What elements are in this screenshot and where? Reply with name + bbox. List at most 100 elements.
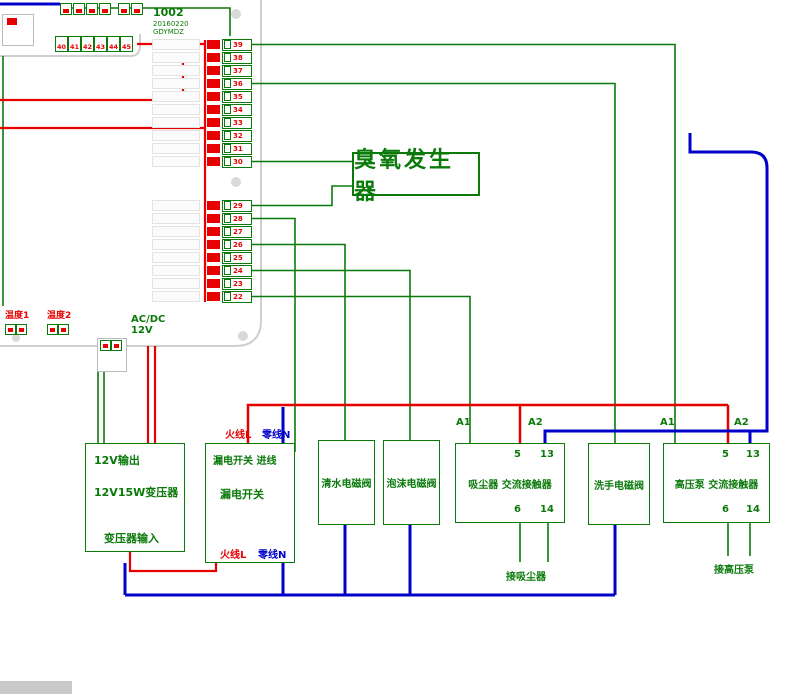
terminal-block: 26: [222, 238, 252, 251]
terminal-block: 40: [55, 36, 68, 52]
terminal-block: 36: [222, 77, 252, 90]
relay-footprint: [152, 39, 200, 50]
wire-green-hand-valve: [252, 82, 616, 443]
wire-blue-right-riser: [688, 133, 769, 433]
terminal-number: 42: [82, 43, 93, 51]
mount-hole: [12, 334, 20, 342]
vacuum-load-label: 接吸尘器: [506, 572, 546, 583]
relay-indicator: [207, 79, 220, 88]
pin-block: [86, 3, 98, 15]
terminal-contact: [224, 227, 231, 236]
relay-footprint: [152, 78, 200, 89]
vacuum-a1-label: A1: [456, 417, 471, 428]
terminal-block: [100, 340, 111, 351]
relay-indicator: [207, 105, 220, 114]
pin-block: [99, 3, 111, 15]
transformer-name: 12V15W变压器: [94, 486, 179, 499]
terminal-number: 35: [233, 92, 243, 101]
terminal-block: [5, 324, 16, 335]
relay-footprint: [152, 252, 200, 263]
terminal-block: 27: [222, 225, 252, 238]
terminal-contact: [224, 92, 231, 101]
transformer-output-label: 12V输出: [94, 454, 140, 467]
breaker-live-top: 火线L: [225, 430, 252, 441]
terminal-number: 28: [233, 214, 243, 223]
wire-red-transformer-breaker: [128, 552, 218, 573]
terminal-contact: [224, 266, 231, 275]
pump-a2-label: A2: [734, 417, 749, 428]
relay-indicator: [207, 201, 220, 210]
relay-footprint: [152, 104, 200, 115]
relay-indicator: [207, 92, 220, 101]
terminal-row: 35: [152, 90, 252, 103]
terminal-block: 43: [94, 36, 107, 52]
pcb-code: GDYMDZ: [153, 28, 184, 36]
relay-indicator: [207, 214, 220, 223]
terminal-number: 36: [233, 79, 243, 88]
relay-footprint: [152, 239, 200, 250]
pcb-outline: [0, 0, 262, 347]
terminal-contact: [224, 214, 231, 223]
terminal-row: 38: [152, 51, 252, 64]
terminal-contact: [224, 157, 231, 166]
relay-indicator: [7, 18, 17, 25]
relay-footprint: [152, 52, 200, 63]
terminal-row: 33: [152, 116, 252, 129]
ozone-generator-box: 臭氧发生器: [352, 148, 480, 205]
mount-hole: [231, 9, 241, 19]
terminal-number: 34: [233, 105, 243, 114]
acdc-terminals: [100, 336, 122, 355]
terminal-contact: [224, 105, 231, 114]
terminal-number: 32: [233, 131, 243, 140]
terminal-row: 39: [152, 38, 252, 51]
pcb-model: 1002: [153, 6, 184, 19]
terminal-block: 44: [107, 36, 120, 52]
terminal-number: 30: [233, 157, 243, 166]
acdc-line2: 12V: [131, 325, 153, 336]
terminal-number: 25: [233, 253, 243, 262]
pump-terminal-5: 5: [722, 449, 729, 460]
vacuum-contactor-label: 吸尘器 交流接触器: [468, 480, 552, 491]
terminal-number: 41: [69, 43, 80, 51]
wire-green-foam-valve: [252, 269, 411, 440]
terminal-block: 24: [222, 264, 252, 277]
breaker-neutral-bottom: 零线N: [258, 550, 287, 561]
foam-valve-label: 泡沫电磁阀: [386, 479, 437, 490]
relay-footprint: [152, 130, 200, 141]
acdc-line1: AC/DC: [131, 314, 166, 325]
terminal-block: 25: [222, 251, 252, 264]
temp1-label: 温度1: [5, 311, 30, 321]
relay-footprint: [152, 291, 200, 302]
vacuum-terminal-6: 6: [514, 504, 521, 515]
terminal-row: 28: [152, 212, 252, 225]
relay-indicator: [207, 157, 220, 166]
relay-footprint: [152, 65, 200, 76]
terminal-block: 39: [222, 38, 252, 51]
terminal-block: 30: [222, 155, 252, 168]
relay-footprint: [152, 213, 200, 224]
terminal-contact: [224, 79, 231, 88]
terminal-block: 42: [81, 36, 94, 52]
terminal-block: 33: [222, 116, 252, 129]
wire-green-vacuum-a1: [252, 295, 471, 443]
terminal-contact: [224, 201, 231, 210]
terminal-number: 38: [233, 53, 243, 62]
terminal-row: 26: [152, 238, 252, 251]
terminal-block: 23: [222, 277, 252, 290]
pcb-subboard-outline: [0, 34, 141, 57]
terminal-block: [16, 324, 27, 335]
terminal-block: 28: [222, 212, 252, 225]
wire-green-pump-a1: [252, 43, 676, 443]
relay-indicator: [207, 279, 220, 288]
terminal-number: 26: [233, 240, 243, 249]
terminal-number: 37: [233, 66, 243, 75]
terminal-number: 24: [233, 266, 243, 275]
breaker-box: 漏电开关 进线 漏电开关 火线L 零线N: [205, 443, 295, 563]
vacuum-terminal-13: 13: [540, 449, 554, 460]
relay-footprint: [152, 143, 200, 154]
pin-block: [60, 3, 72, 15]
relay-indicator: [207, 53, 220, 62]
terminal-block: [111, 340, 122, 351]
